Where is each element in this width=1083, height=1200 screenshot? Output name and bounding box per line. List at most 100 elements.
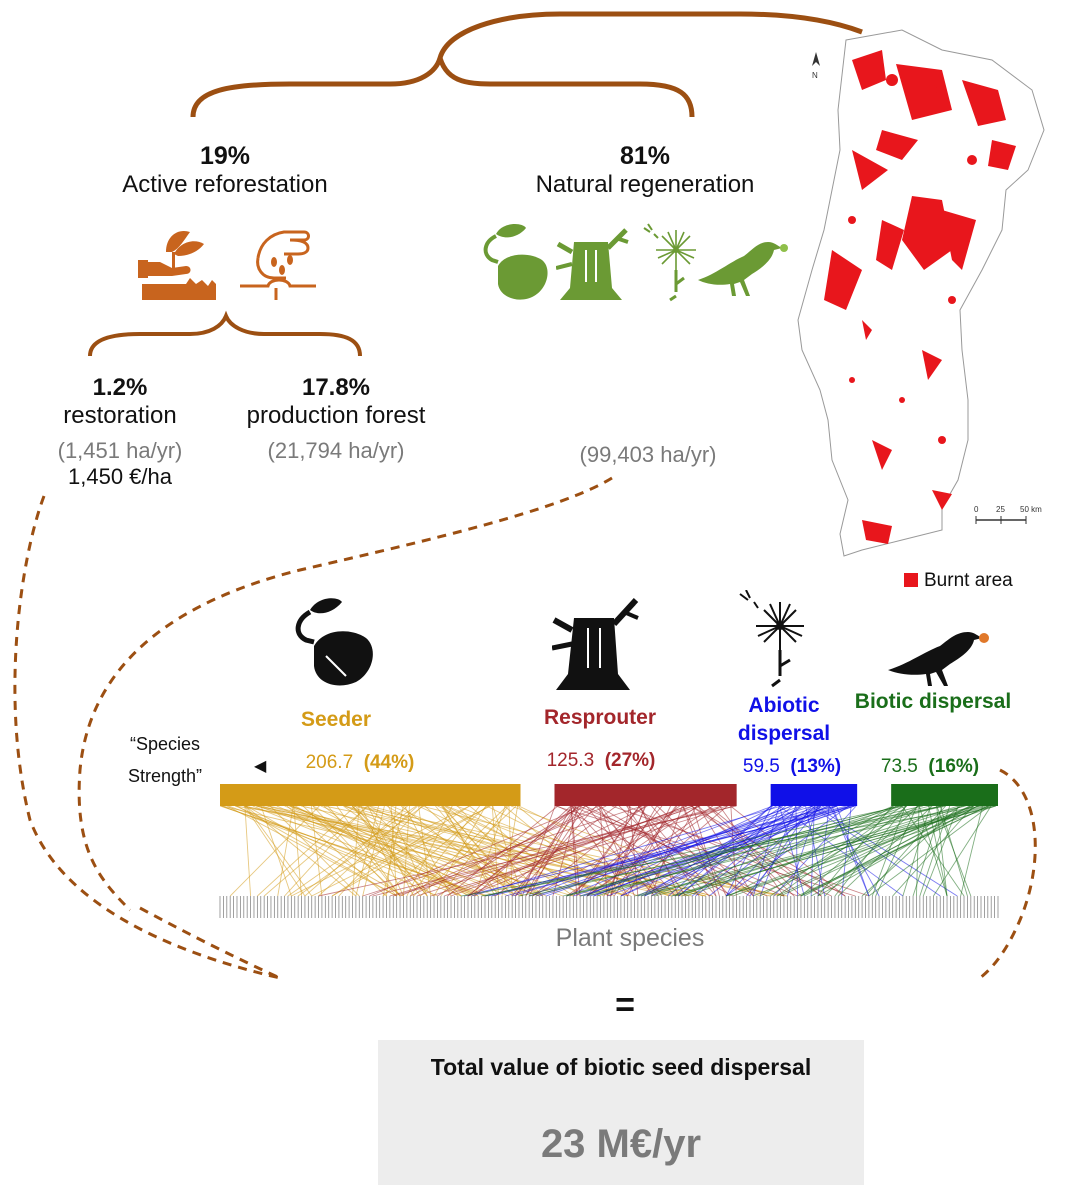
interaction-link [578, 805, 798, 897]
interaction-link [227, 805, 397, 897]
interaction-link [362, 805, 643, 897]
interaction-link [492, 805, 523, 897]
strength-seeder: 206.7 (44%) [305, 752, 415, 773]
interaction-link [291, 805, 470, 897]
interaction-link [629, 805, 639, 897]
interaction-link [545, 805, 793, 897]
interaction-link [344, 805, 543, 897]
group-name-seeder: Seeder [300, 708, 372, 731]
top-brace [190, 11, 863, 118]
seedling-seed-icon [483, 224, 548, 300]
production-label: production forest [246, 402, 426, 429]
restoration-block: 1.2% restoration (1,451 ha/yr) 1,450 €/h… [30, 374, 210, 490]
interaction-link [389, 805, 701, 897]
interaction-link [320, 805, 540, 897]
natural-label: Natural regeneration [535, 171, 755, 198]
interaction-link [960, 805, 983, 897]
strength-resprouter: 125.3 (27%) [546, 750, 656, 771]
interaction-link [529, 805, 923, 897]
production-block: 17.8% production forest (21,794 ha/yr) [228, 374, 444, 464]
interaction-link [229, 805, 320, 897]
interaction-link [579, 805, 850, 897]
interaction-link [838, 805, 933, 897]
natural-percent: 81% [619, 142, 671, 170]
interaction-link [302, 805, 401, 897]
interaction-link [390, 805, 398, 897]
natural-regeneration-block: 81% Natural regeneration [510, 142, 780, 199]
interaction-link [246, 805, 404, 897]
north-label: N [812, 71, 818, 80]
interaction-link [918, 805, 948, 897]
dashed-right [979, 768, 1037, 980]
interaction-link [312, 805, 486, 897]
interaction-link [707, 805, 802, 897]
interaction-link [871, 805, 906, 897]
interaction-link [508, 805, 513, 897]
scale-label-50: 50 km [1020, 505, 1042, 514]
resprouter-icon [552, 597, 639, 690]
total-title: Total value of biotic seed dispersal [430, 1054, 812, 1080]
group-name-biotic: Biotic dispersal [854, 690, 1012, 713]
burnt-area-swatch [904, 573, 918, 587]
interaction-link [570, 805, 581, 897]
group-bar-seeder [220, 784, 521, 806]
interaction-link [868, 805, 990, 897]
total-value-box: Total value of biotic seed dispersal 23 … [378, 1040, 864, 1185]
interaction-link [244, 805, 252, 897]
production-percent: 17.8% [301, 374, 371, 401]
interaction-link [430, 805, 734, 897]
interaction-link [269, 805, 360, 897]
strength-biotic: 73.5 (16%) [880, 756, 980, 777]
interaction-link [393, 805, 723, 897]
plant-species-ticks [219, 896, 999, 918]
interaction-link [572, 805, 641, 897]
interaction-link [586, 805, 721, 897]
interaction-link [776, 805, 903, 897]
interaction-link [922, 805, 959, 897]
interaction-link [637, 805, 986, 897]
interaction-link [467, 805, 694, 897]
interaction-link [933, 805, 992, 897]
dashed-left-lower [139, 906, 281, 980]
interaction-link [471, 805, 782, 897]
dandelion-seed-icon [643, 223, 696, 302]
group-bar-biotic-dispersal [891, 784, 998, 806]
interaction-link [484, 805, 903, 897]
interaction-link [690, 805, 822, 897]
burnt-area-legend: Burnt area [924, 570, 1013, 591]
interaction-link [481, 805, 943, 897]
interaction-link [257, 805, 523, 897]
interaction-link [824, 805, 919, 897]
interaction-link [277, 805, 294, 897]
interaction-link [726, 805, 973, 897]
dashed-left [13, 495, 281, 980]
interaction-link [391, 805, 611, 897]
interaction-link [245, 805, 313, 897]
production-area: (21,794 ha/yr) [267, 438, 405, 463]
interaction-link [262, 805, 540, 897]
interaction-link [685, 805, 964, 897]
interaction-link [814, 805, 958, 897]
interaction-link [580, 805, 966, 897]
interaction-link [355, 805, 380, 897]
interaction-link [902, 805, 931, 897]
interaction-link [671, 805, 959, 897]
active-reforestation-block: 19% Active reforestation [100, 142, 350, 199]
sowing-hand-icon [240, 230, 316, 300]
planting-hand-icon [138, 230, 216, 300]
interaction-link [362, 805, 385, 897]
active-label: Active reforestation [122, 171, 328, 198]
interaction-link [571, 805, 656, 897]
scale-label-25: 25 [996, 505, 1005, 514]
natural-area: (99,403 ha/yr) [548, 442, 748, 468]
plant-species-label: Plant species [555, 924, 705, 952]
interaction-link [236, 805, 397, 897]
equals-sign: = [615, 986, 635, 1024]
interaction-link [467, 805, 580, 897]
interaction-link [512, 805, 813, 897]
interaction-link [529, 805, 774, 897]
group-name-resprouter: Resprouter [543, 706, 657, 729]
north-arrow [812, 52, 820, 66]
seeder-icon [295, 598, 373, 686]
